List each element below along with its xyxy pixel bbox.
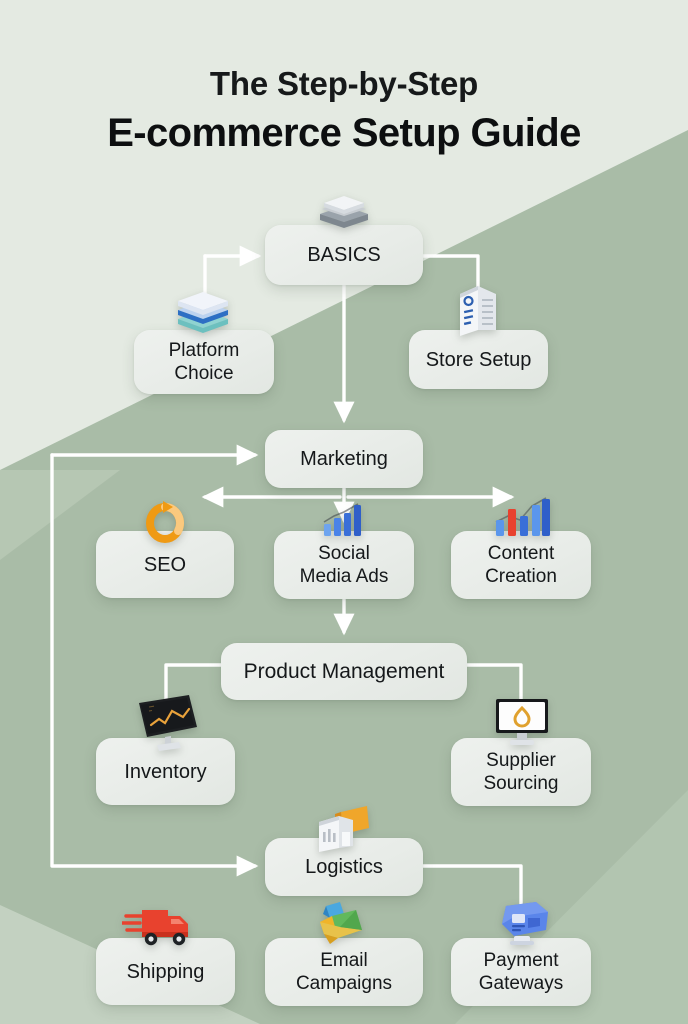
node-social-media-ads[interactable]: Social Media Ads [274, 531, 414, 599]
node-inventory-label: Inventory [124, 760, 207, 783]
node-marketing-label: Marketing [300, 448, 388, 470]
node-store-setup-label: Store Setup [425, 348, 532, 371]
title-line-2: E-commerce Setup Guide [107, 111, 581, 155]
page-title: The Step-by-Step E-commerce Setup Guide [0, 62, 688, 158]
node-email-campaigns[interactable]: Email Campaigns [265, 938, 423, 1006]
node-payment-gateways-label: Payment Gateways [478, 950, 564, 994]
node-platform-choice[interactable]: Platform Choice [134, 330, 274, 394]
edge-basics-to-store-setup [421, 254, 489, 318]
node-shipping-label: Shipping [126, 960, 205, 983]
node-basics-label: BASICS [307, 244, 381, 266]
node-marketing[interactable]: Marketing [265, 430, 423, 488]
node-content-creation-label: Content Creation [485, 543, 557, 587]
node-inventory[interactable]: Inventory [96, 738, 235, 805]
node-basics[interactable]: BASICS [265, 225, 423, 285]
node-product-management[interactable]: Product Management [221, 643, 467, 700]
node-store-setup[interactable]: Store Setup [409, 330, 548, 389]
node-seo[interactable]: SEO [96, 531, 234, 598]
node-supplier-sourcing-label: Supplier Sourcing [483, 750, 559, 794]
node-product-management-label: Product Management [243, 660, 445, 683]
node-logistics[interactable]: Logistics [265, 838, 423, 896]
node-seo-label: SEO [143, 553, 187, 576]
edge-logistics-to-payment-gateways [421, 864, 532, 930]
node-email-campaigns-label: Email Campaigns [295, 950, 393, 994]
node-social-media-ads-label: Social Media Ads [299, 543, 389, 587]
title-line-1: The Step-by-Step [209, 65, 479, 102]
edge-product-management-to-supplier-sourcing [465, 663, 532, 728]
node-supplier-sourcing[interactable]: Supplier Sourcing [451, 738, 591, 806]
node-logistics-label: Logistics [305, 856, 383, 878]
edge-product-management-to-inventory [155, 663, 223, 728]
node-payment-gateways[interactable]: Payment Gateways [451, 938, 591, 1006]
node-shipping[interactable]: Shipping [96, 938, 235, 1005]
node-content-creation[interactable]: Content Creation [451, 531, 591, 599]
background-wedge-left [0, 470, 120, 560]
edge-left-rail-to-logistics [50, 453, 259, 877]
node-platform-choice-label: Platform Choice [168, 340, 240, 384]
